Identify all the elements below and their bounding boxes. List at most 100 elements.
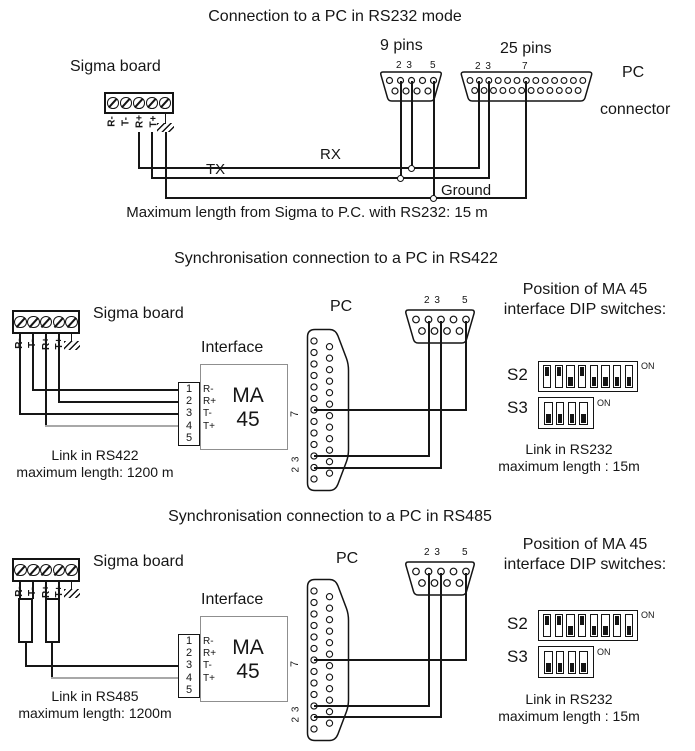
module-pin-label: R- [203, 636, 214, 647]
strip-terminal-number: 1 [185, 383, 193, 395]
rs485-terminal-block [12, 558, 80, 582]
rs232-terminal-labels: R-T-R+T+ [105, 113, 161, 130]
junction-node [397, 174, 404, 182]
module-pin-label: T+ [203, 420, 215, 432]
db9-pin-5-label: 5 [462, 295, 468, 306]
screw-terminal-icon [133, 97, 145, 109]
screw-terminal-icon [159, 97, 171, 109]
rs485-module-pin-labels: R-R+T-T+ [203, 636, 216, 685]
strip-terminal-number: 4 [185, 419, 193, 432]
dip-switch-lever [579, 650, 588, 674]
9pins-label: 9 pins [380, 37, 423, 54]
rs422-terminal-labels: R-T-R+T+ [13, 335, 66, 352]
wire-db9-pin3 [440, 321, 442, 469]
rs485-s3-label: S3 [507, 647, 528, 666]
db9-pin-2-3-label: 2 3 [424, 295, 441, 306]
rs485-module-name-1: MA [232, 636, 264, 659]
wire-db9-pin3 [440, 573, 442, 718]
wire-pc-pin2 [314, 705, 430, 707]
wire-pc-pin2 [314, 455, 430, 457]
wire-db25-pin7 [525, 81, 528, 199]
strip-terminal-number: 5 [185, 431, 193, 444]
db9-pin-2-3-label: 2 3 [424, 547, 441, 558]
wire-pc-pin7 [314, 409, 467, 411]
stub-rplus [44, 582, 47, 599]
dip-switch-lever [579, 401, 588, 425]
wire-db9-pin5 [432, 81, 435, 196]
ground-symbol-icon [63, 341, 80, 350]
module-pin-label: T- [203, 408, 212, 420]
rs485-ma45-box [200, 616, 288, 702]
rs485-s2-dip-switch [538, 610, 638, 641]
rs232-title: Connection to a PC in RS232 mode [208, 8, 462, 25]
wire-pc-pin3 [314, 467, 442, 469]
junction-node [430, 194, 437, 202]
wire-to-module-1 [31, 389, 178, 391]
rs485-dip-link-2: maximum length : 15m [498, 708, 640, 724]
rs422-dip-title-2: interface DIP switches: [503, 301, 667, 318]
rs485-sigma-board-label: Sigma board [93, 553, 184, 570]
db25-pin-2-3-label: 2 3 [475, 61, 492, 72]
stub-tplus [57, 582, 60, 599]
jumper-loop-rplus-tplus [44, 598, 60, 643]
dip-switch-lever [554, 614, 564, 637]
rs232-footer: Maximum length from Sigma to P.C. with R… [126, 204, 488, 221]
wire-tx [151, 177, 490, 179]
wire-to-module-4-grey [51, 677, 178, 679]
dip-switch-lever [566, 614, 575, 637]
strip-terminal-number: 2 [185, 395, 193, 408]
dip-switch-lever [612, 365, 622, 388]
dip-switch-lever [544, 650, 553, 674]
wire-rplus-down [138, 132, 141, 169]
screw-terminal-icon [14, 315, 27, 329]
strip-terminal-number: 3 [185, 659, 193, 672]
dip-switch-lever [577, 365, 587, 388]
db25-pin-2-3-label: 2 3 [290, 705, 302, 723]
module-pin-label: T+ [203, 672, 215, 684]
stub-tminus [31, 582, 34, 599]
rs422-interface-label: Interface [201, 339, 264, 356]
rs422-dip-link-2: maximum length : 15m [498, 458, 640, 474]
rs232-sigma-board-label: Sigma board [70, 58, 161, 75]
wire-tplus-down [151, 132, 154, 179]
ground-symbol-icon [157, 123, 174, 132]
dip-switch-lever [589, 365, 599, 388]
wire-ground-down [164, 132, 167, 199]
screw-terminal-icon [107, 97, 119, 109]
wire-pair2-down [51, 642, 53, 679]
screw-terminal-icon [146, 97, 158, 109]
tx-label: TX [206, 161, 226, 178]
pc-connector-label-2: connector [600, 101, 671, 118]
module-pin-label: R- [203, 384, 214, 395]
module-pin-label: R+ [203, 648, 217, 660]
wire-pc-pin7 [314, 659, 467, 661]
rs422-dip-link-1: Link in RS232 [525, 441, 613, 457]
screw-terminal-icon [27, 315, 40, 329]
junction-node [408, 164, 415, 172]
rs485-s3-on-label: ON [597, 647, 611, 657]
rs485-pc-label: PC [336, 550, 359, 567]
db9-pin-2-3-label: 2 3 [396, 60, 413, 71]
dip-switch-lever [555, 401, 565, 425]
db9-pin-5-label: 5 [430, 60, 436, 71]
dip-switch-lever [601, 365, 610, 388]
screw-terminal-icon [120, 97, 132, 109]
dip-switch-lever [542, 365, 552, 388]
rs422-s3-on-label: ON [597, 398, 611, 408]
wire-rplus-down [44, 334, 47, 427]
screw-terminal-icon [39, 563, 53, 577]
dip-switch-lever [624, 614, 634, 637]
wire-to-module-4-grey [44, 425, 178, 427]
rs422-s2-dip-switch [538, 361, 638, 392]
wire-db9-pin2 [399, 81, 402, 176]
screw-terminal-icon [65, 563, 78, 577]
db25-pin-7-label: 7 [289, 410, 301, 417]
wire-db9-pin2 [427, 321, 430, 457]
strip-terminal-number: 4 [185, 671, 193, 684]
rs422-pc-label: PC [330, 298, 353, 315]
rs485-s3-dip-switch [538, 646, 594, 678]
wire-rminus-down [18, 334, 21, 415]
dip-switch-lever [542, 614, 552, 637]
